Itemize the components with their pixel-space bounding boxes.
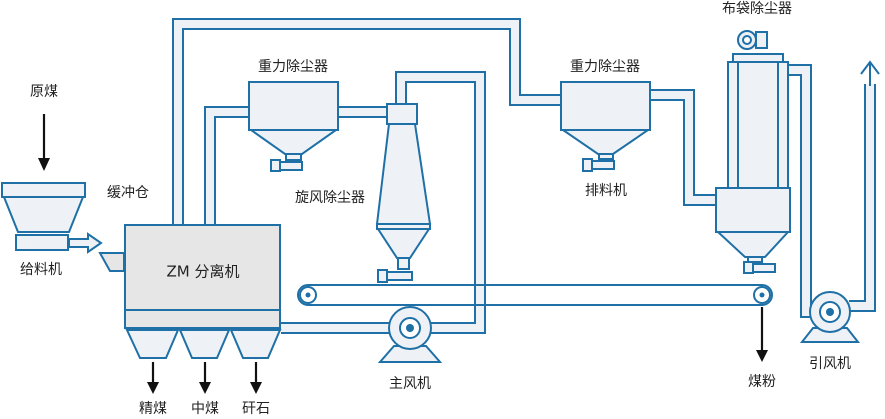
cyclone-collector <box>375 103 432 283</box>
bag-filter-feeder <box>743 261 754 274</box>
label-main-fan: 主风机 <box>389 376 431 392</box>
induced-fan <box>799 291 861 343</box>
pipe-separator-to-gravity-collector-2 <box>172 18 561 226</box>
belt-conveyor <box>297 284 773 306</box>
label-raw-coal: 原煤 <box>30 84 58 100</box>
buffer-bin <box>1 182 86 233</box>
gangue-arrow-icon <box>250 362 262 394</box>
label-buffer-bin: 缓冲仓 <box>107 185 149 201</box>
label-discharger: 排料机 <box>585 183 627 199</box>
hopper-gangue <box>229 329 282 359</box>
pipe-separator-to-gravity-collector-1 <box>204 106 249 226</box>
pipe-induced-fan-exhaust <box>849 84 876 312</box>
label-middlings: 中煤 <box>191 401 219 417</box>
pipe-gravity-collector-2-to-bag-filter <box>649 89 717 206</box>
gravity-collector-1-feeder <box>270 159 281 172</box>
label-gravity-collector-2: 重力除尘器 <box>570 59 640 75</box>
pipe-cyclone-to-main-fan <box>395 71 486 334</box>
discharger <box>582 158 593 172</box>
feed-chute <box>98 252 125 272</box>
label-cyclone: 旋风除尘器 <box>295 190 365 206</box>
main-fan <box>377 306 443 363</box>
bag-filter <box>715 53 791 274</box>
label-induced-fan: 引风机 <box>809 356 851 372</box>
raw-coal-arrow-icon <box>38 114 50 171</box>
feeder-arrow-icon <box>68 232 103 254</box>
feeder <box>15 232 103 254</box>
hopper-clean-coal <box>125 329 180 359</box>
hopper-middlings <box>178 329 231 359</box>
middlings-arrow-icon <box>199 362 211 394</box>
bag-filter-fan-icon <box>737 30 768 50</box>
label-separator: ZM 分离机 <box>167 263 240 281</box>
pipe-bag-filter-to-induced-fan <box>789 64 812 318</box>
clean-coal-arrow-icon <box>147 362 159 394</box>
label-clean-coal: 精煤 <box>139 401 167 417</box>
cyclone-feeder <box>377 269 388 283</box>
gravity-collector-1 <box>247 81 340 172</box>
exhaust-arrow-icon <box>860 60 880 86</box>
label-gangue: 矸石 <box>242 401 270 417</box>
label-feeder: 给料机 <box>20 262 62 278</box>
label-gravity-collector-1: 重力除尘器 <box>258 59 328 75</box>
gravity-collector-2 <box>559 81 652 172</box>
label-coal-powder: 煤粉 <box>748 374 776 390</box>
coal-powder-arrow-icon <box>756 307 768 362</box>
label-bag-filter: 布袋除尘器 <box>722 1 792 17</box>
zm-separator <box>124 224 281 329</box>
